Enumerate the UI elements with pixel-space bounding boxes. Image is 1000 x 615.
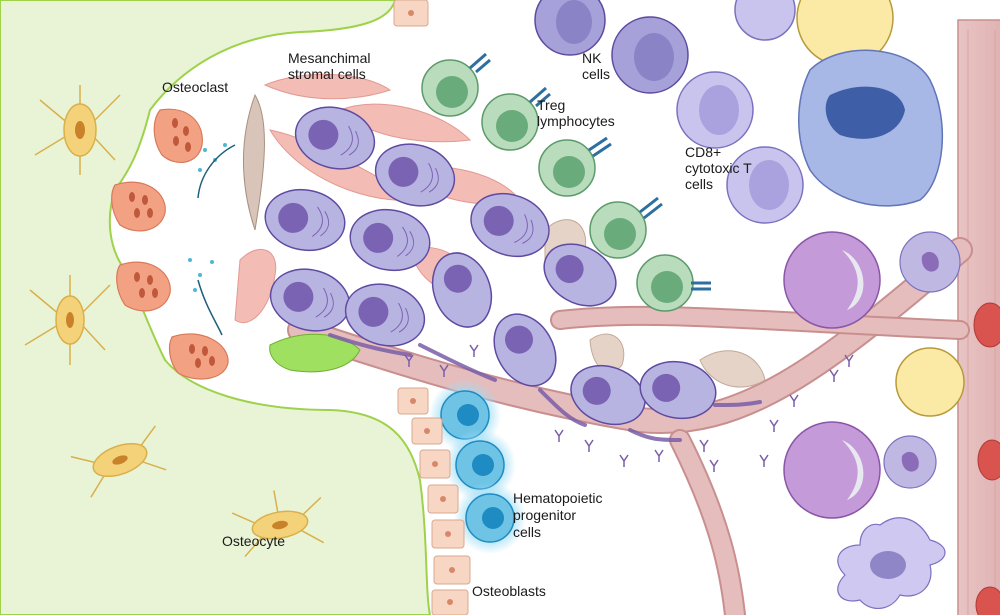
antibodies bbox=[404, 344, 854, 472]
label-treg-lymphocytes: Treg lymphocytes bbox=[537, 97, 615, 129]
label-mesenchymal-stromal-cells: Mesanchimal stromal cells bbox=[288, 50, 374, 82]
adipocytes bbox=[796, 0, 965, 417]
stromal-cell-brown bbox=[242, 93, 265, 231]
label-osteocyte: Osteocyte bbox=[222, 533, 285, 549]
green-stromal-cell bbox=[269, 333, 361, 373]
antibody-flow-arrows bbox=[328, 333, 762, 442]
macrophage bbox=[798, 49, 944, 207]
cd8-t-cells bbox=[676, 0, 804, 224]
red-blood-cells bbox=[973, 302, 1000, 615]
osteoclasts bbox=[111, 108, 229, 380]
label-osteoclast: Osteoclast bbox=[162, 79, 228, 95]
hematopoietic-progenitor-cells bbox=[429, 379, 526, 554]
label-hematopoietic-progenitor-cells: Hematopoietic progenitor cells bbox=[513, 490, 606, 540]
label-cd8-cytotoxic-t-cells: CD8+ cytotoxic T cells bbox=[685, 144, 755, 192]
label-osteoblasts: Osteoblasts bbox=[472, 583, 546, 599]
dendritic-cell bbox=[837, 517, 946, 609]
nk-cells bbox=[534, 0, 689, 94]
osteocytes bbox=[24, 85, 325, 558]
sinusoid-vessels bbox=[287, 237, 973, 615]
resorption-signals bbox=[188, 143, 236, 336]
granulocytes bbox=[783, 231, 961, 519]
label-nk-cells: NK cells bbox=[582, 50, 610, 82]
plasma-cells bbox=[264, 106, 717, 426]
osteoblasts bbox=[393, 0, 471, 615]
treg-lymphocytes bbox=[421, 52, 711, 312]
